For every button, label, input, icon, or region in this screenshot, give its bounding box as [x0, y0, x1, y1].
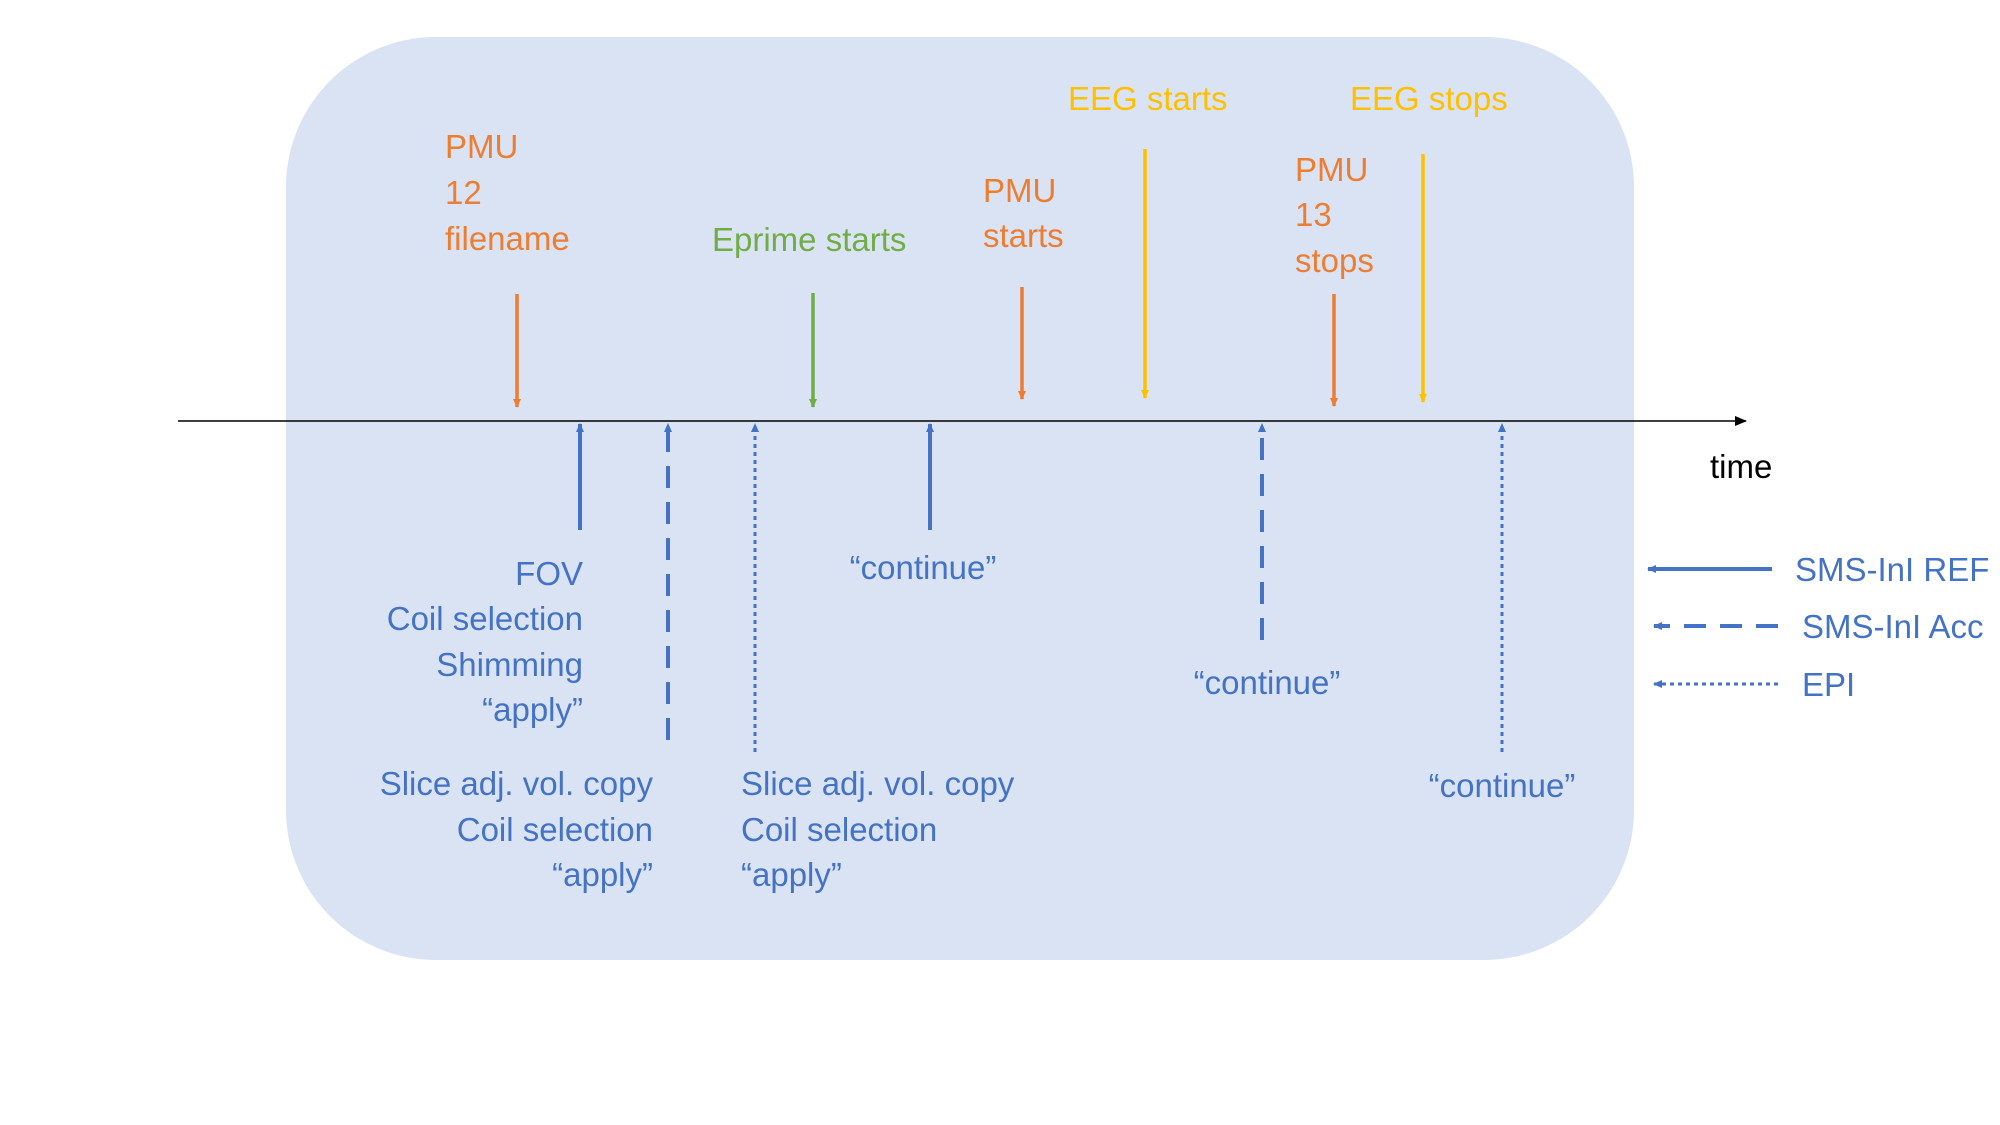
event-label-line: “continue”	[850, 549, 997, 586]
top-event-pmu-13-stops: PMU 13 stops	[1295, 151, 1374, 407]
bottom-event-acc-continue: “continue”	[1194, 423, 1341, 701]
event-label-line: 12	[445, 174, 482, 211]
time-axis-label: time	[1710, 448, 1772, 485]
event-label-line: “continue”	[1194, 664, 1341, 701]
bottom-event-ref-continue: “continue”	[850, 423, 997, 586]
event-label-line: “apply”	[552, 856, 653, 893]
event-label-line: Coil selection	[741, 811, 937, 848]
event-label-line: 13	[1295, 196, 1332, 233]
legend-item-solid: SMS-InI REF	[1647, 551, 1989, 588]
event-label-line: EEG starts	[1068, 80, 1228, 117]
legend: SMS-InI REF SMS-InI Acc EPI	[1647, 551, 1989, 703]
event-label-line: “apply”	[741, 856, 842, 893]
event-label-line: filename	[445, 220, 570, 257]
event-label-line: Eprime starts	[712, 221, 906, 258]
event-label-line: PMU	[1295, 151, 1368, 188]
bottom-event-epi-setup: Slice adj. vol. copy Coil selection “app…	[741, 423, 1015, 893]
event-label-line: EEG stops	[1350, 80, 1508, 117]
top-event-pmu-12-filename: PMU 12 filename	[445, 128, 570, 408]
event-label-line: Slice adj. vol. copy	[741, 765, 1015, 802]
event-label-line: Coil selection	[387, 600, 583, 637]
top-event-pmu-starts: PMU starts	[983, 172, 1064, 400]
bottom-event-acc-setup: Slice adj. vol. copy Coil selection “app…	[380, 423, 672, 893]
timeline-panel	[286, 37, 1634, 960]
top-event-eprime-starts: Eprime starts	[712, 221, 906, 408]
legend-item-dotted: EPI	[1653, 666, 1855, 703]
event-label-line: Coil selection	[457, 811, 653, 848]
legend-label: SMS-InI REF	[1795, 551, 1989, 588]
event-label-line: PMU	[983, 172, 1056, 209]
event-label-line: “continue”	[1429, 767, 1576, 804]
legend-label: EPI	[1802, 666, 1855, 703]
event-label-line: FOV	[515, 555, 583, 592]
event-label-line: Slice adj. vol. copy	[380, 765, 654, 802]
bottom-event-epi-continue: “continue”	[1429, 423, 1576, 804]
legend-item-dashed: SMS-InI Acc	[1653, 608, 1984, 645]
event-label-line: stops	[1295, 242, 1374, 279]
event-label-line: Shimming	[436, 646, 583, 683]
event-label-line: PMU	[445, 128, 518, 165]
legend-label: SMS-InI Acc	[1802, 608, 1984, 645]
top-event-eeg-stops: EEG stops	[1350, 80, 1508, 403]
event-label-line: starts	[983, 217, 1064, 254]
top-event-eeg-starts: EEG starts	[1068, 80, 1228, 399]
event-label-line: “apply”	[482, 691, 583, 728]
bottom-event-ref-setup: FOV Coil selection Shimming “apply”	[387, 423, 584, 728]
